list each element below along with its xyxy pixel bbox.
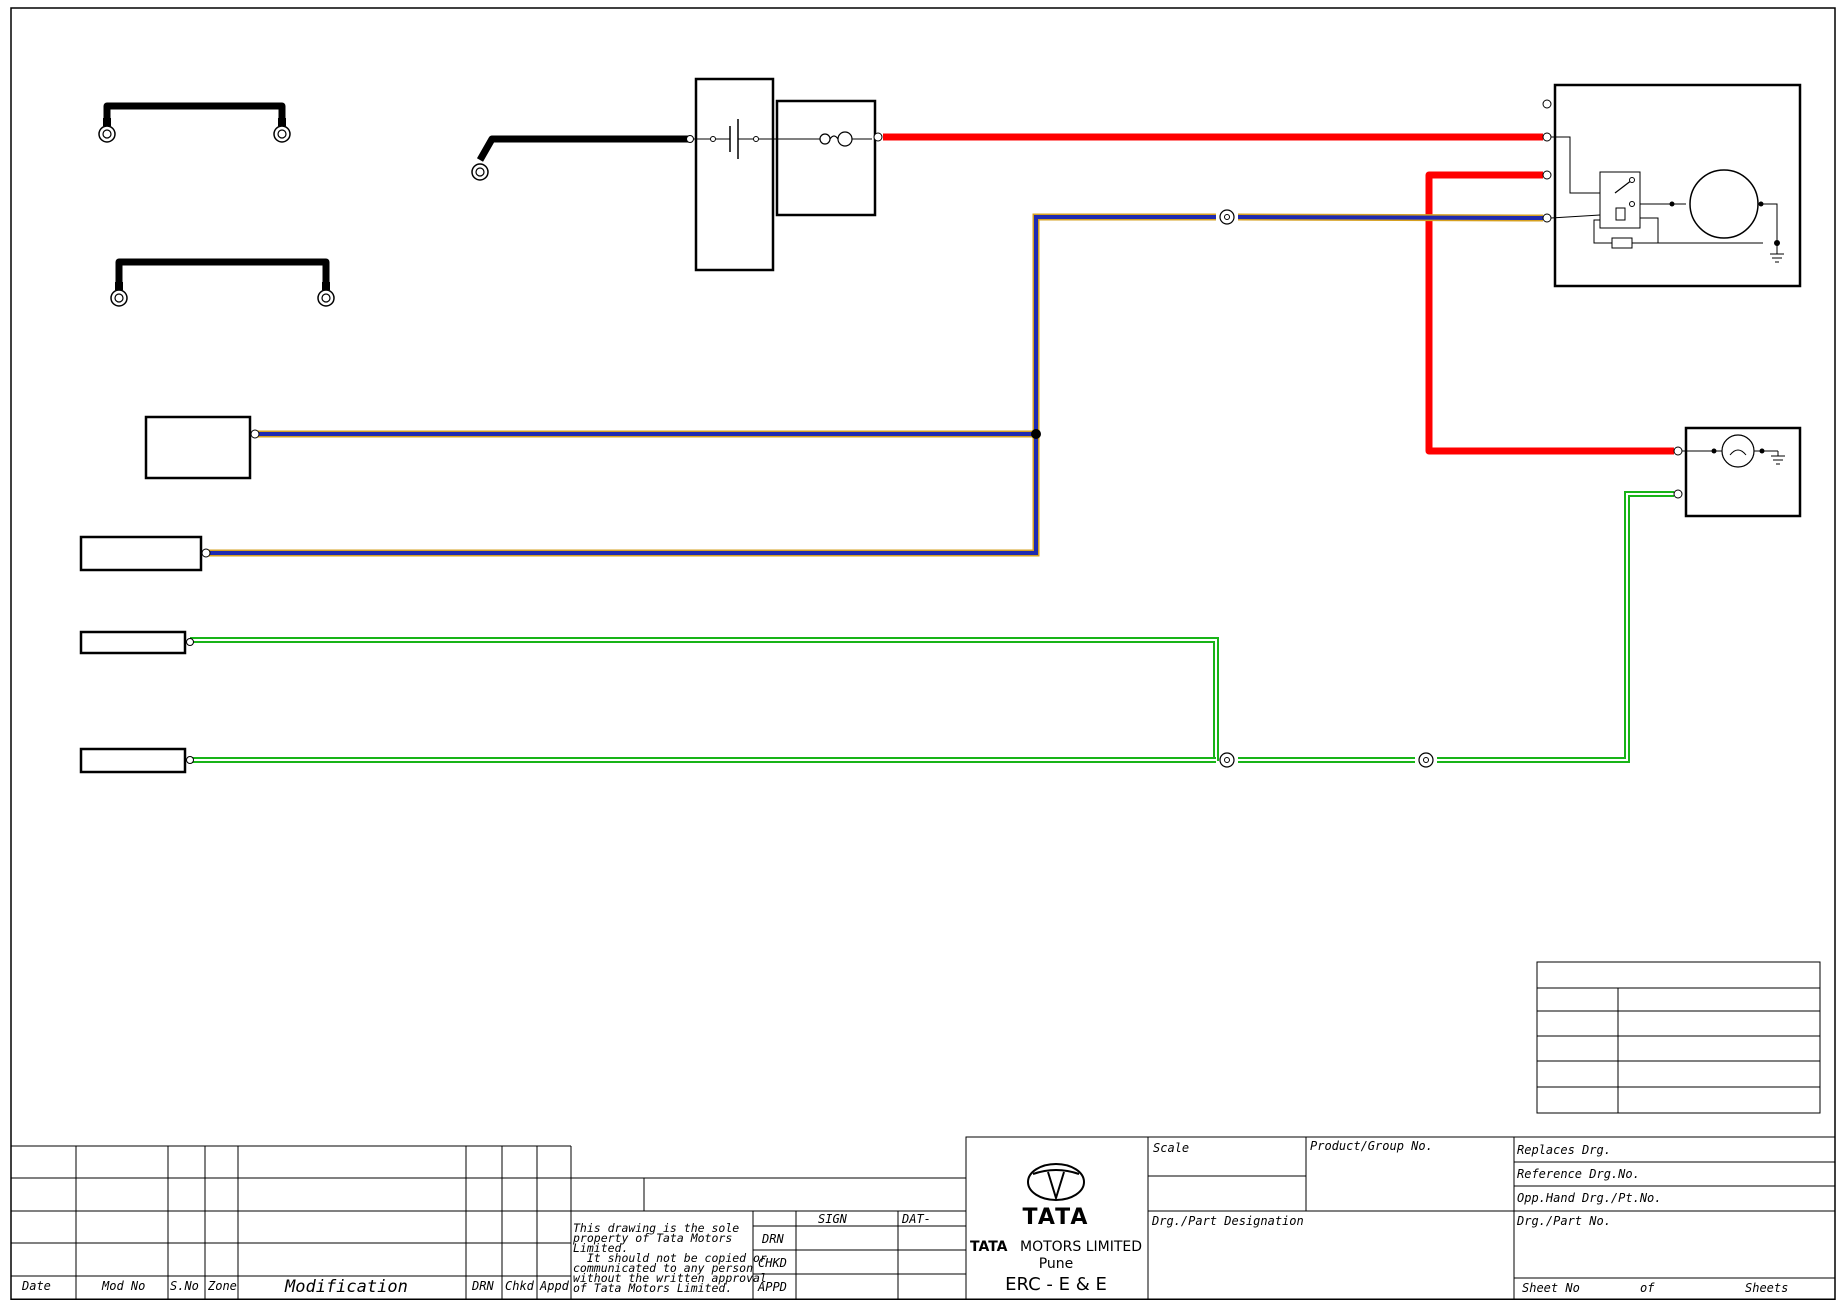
drawing-frame [10,7,1836,1300]
svg-text:Limited.: Limited. [573,1241,628,1255]
scale-label: Scale [1153,1141,1189,1155]
company-name: MOTORS LIMITED [1020,1239,1142,1255]
rev-header-modification: Modification [284,1277,408,1297]
battery-ground-cable[interactable] [471,135,688,181]
product-group-label: Product/Group No. [1310,1139,1433,1153]
sign-row-drn: DRN [761,1232,784,1246]
sign-table [752,1211,966,1299]
blue-signal-wire[interactable] [204,209,1544,557]
ground-strap-1[interactable] [98,102,291,143]
part-no-label: Drg./Part No. [1516,1214,1611,1228]
sensor-box-1[interactable] [144,415,260,480]
of-label: of [1640,1281,1655,1295]
property-notice: This drawing is the sole property of Tat… [572,1221,767,1295]
relay-icon [1599,171,1641,229]
inline-connector-icon [1219,752,1235,768]
svg-text:of Tata Motors Limited.: of Tata Motors Limited. [573,1281,732,1295]
reference-label: Reference Drg.No. [1517,1167,1640,1181]
company-city: Pune [1039,1256,1074,1272]
red-branch-wire[interactable] [1425,171,1674,455]
pump-motor-icon [1721,434,1755,468]
fuse-icon [829,135,839,140]
sheet-no-label: Sheet No [1522,1281,1580,1295]
motor-icon [1689,169,1759,239]
company-department: ERC - E & E [1005,1274,1107,1295]
ring-terminal-icon [273,125,291,143]
company-brand: TATA [970,1239,1008,1255]
rev-header-date: Date [21,1279,51,1293]
switch-box-1[interactable] [79,630,194,655]
pump-module[interactable] [1673,426,1802,518]
sensor-box-2[interactable] [79,535,211,572]
tata-logo-icon [1027,1163,1085,1202]
rev-header-mod-no: Mod No [101,1279,145,1293]
date-header: DAT- [901,1212,931,1226]
inline-connector-icon [1418,752,1434,768]
company-block: TATA TATA MOTORS LIMITED Pune ERC - E & … [965,1136,1149,1300]
ground-strap-2[interactable] [110,258,335,307]
replaces-label: Replaces Drg. [1517,1143,1611,1157]
rev-header-zone: Zone [207,1279,237,1293]
bom-table [1536,961,1821,1114]
tata-logo-word: TATA [1023,1205,1090,1230]
sheets-label: Sheets [1745,1281,1788,1295]
splice-node-icon [1031,429,1041,439]
rev-header-chkd: Chkd [505,1279,535,1293]
svg-text:It should not be copied or: It should not be copied or [573,1251,767,1265]
rev-header-appd: Appd [539,1279,570,1293]
sign-row-chkd: CHKD [758,1256,787,1270]
ring-terminal-icon [317,289,335,307]
ring-terminal-icon [471,163,489,181]
svg-text:property of Tata Motors: property of Tata Motors [572,1231,732,1245]
switch-box-2[interactable] [79,747,194,774]
svg-text:This drawing is the sole: This drawing is the sole [573,1221,739,1235]
ring-terminal-icon [98,125,116,143]
battery-box[interactable] [686,77,777,272]
sign-row-appd: APPD [757,1280,787,1294]
ring-terminal-icon [110,289,128,307]
ground-symbol-icon [1770,243,1784,263]
green-signal-wire[interactable] [190,491,1674,768]
opp-hand-label: Opp.Hand Drg./Pt.No. [1517,1191,1662,1205]
title-block [1148,1136,1836,1299]
revision-table [11,1145,1835,1300]
svg-text:communicated to any person: communicated to any person [573,1261,753,1275]
ground-symbol-icon [1771,451,1785,465]
designation-label: Drg./Part Designation [1151,1214,1304,1228]
inline-connector-icon [1219,209,1235,225]
rev-header-drn: DRN [471,1279,494,1293]
sign-header: SIGN [818,1212,848,1226]
motor-relay-module[interactable] [1542,83,1802,288]
rev-header-s-no: S.No [170,1279,199,1293]
svg-text:without the written approval: without the written approval [573,1271,767,1285]
fuse-box[interactable] [775,99,883,217]
